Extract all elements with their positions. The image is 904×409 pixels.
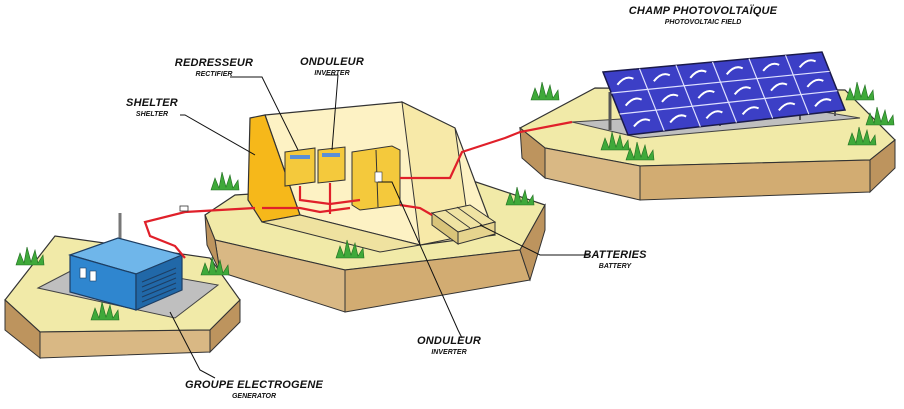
label-champ-main: CHAMP PHOTOVOLTAÏQUE — [628, 5, 778, 17]
label-shelter: SHELTER SHELTER — [120, 97, 184, 118]
label-onduleur-top-sub: INVERTER — [314, 69, 350, 77]
grass-tuft — [200, 256, 230, 276]
grass-tuft — [625, 141, 655, 161]
label-onduleur-bottom: ONDULEUR INVERTER — [412, 335, 486, 356]
leader-lines — [169, 74, 590, 379]
label-batteries: BATTERIES BATTERY — [576, 249, 654, 270]
cables — [143, 120, 573, 259]
label-groupe-sub: GENERATOR — [231, 392, 277, 400]
label-redresseur-sub: RECTIFIER — [195, 70, 233, 78]
grass-tuft — [90, 301, 120, 321]
label-onduleur-bottom-sub: INVERTER — [431, 348, 467, 356]
label-champ-sub: PHOTOVOLTAIC FIELD — [664, 18, 742, 26]
solar-panels — [601, 51, 847, 136]
generator — [68, 213, 184, 311]
grass-tuft — [15, 246, 45, 266]
inverter-cabinet-main — [351, 145, 401, 211]
label-groupe-electrogene: GROUPE ELECTROGENE GENERATOR — [178, 379, 330, 400]
grass-tufts — [15, 81, 895, 321]
label-redresseur: REDRESSEUR RECTIFIER — [170, 57, 258, 78]
label-onduleur-bottom-main: ONDULEUR — [417, 335, 481, 347]
label-groupe-main: GROUPE ELECTROGENE — [184, 379, 324, 391]
label-redresseur-main: REDRESSEUR — [174, 57, 254, 69]
inverter-cabinet-top — [317, 146, 346, 184]
grass-tuft — [210, 171, 240, 191]
grass-tuft — [865, 106, 895, 126]
label-batteries-sub: BATTERY — [598, 262, 632, 270]
cable-connector — [179, 205, 189, 212]
label-shelter-main: SHELTER — [126, 97, 178, 109]
grass-tuft — [845, 81, 875, 101]
label-batteries-main: BATTERIES — [583, 249, 647, 261]
label-champ-photovoltaique: CHAMP PHOTOVOLTAÏQUE PHOTOVOLTAIC FIELD — [628, 5, 778, 26]
label-onduleur-top-main: ONDULEUR — [300, 56, 364, 68]
grass-tuft — [335, 239, 365, 259]
grass-tuft — [847, 126, 877, 146]
battery-rack — [430, 204, 497, 245]
label-shelter-sub: SHELTER — [135, 110, 169, 118]
label-onduleur-top: ONDULEUR INVERTER — [296, 56, 368, 77]
rectifier-cabinet — [284, 147, 316, 187]
grass-tuft — [600, 131, 630, 151]
grass-tuft — [530, 81, 560, 101]
grass-tuft — [505, 186, 535, 206]
